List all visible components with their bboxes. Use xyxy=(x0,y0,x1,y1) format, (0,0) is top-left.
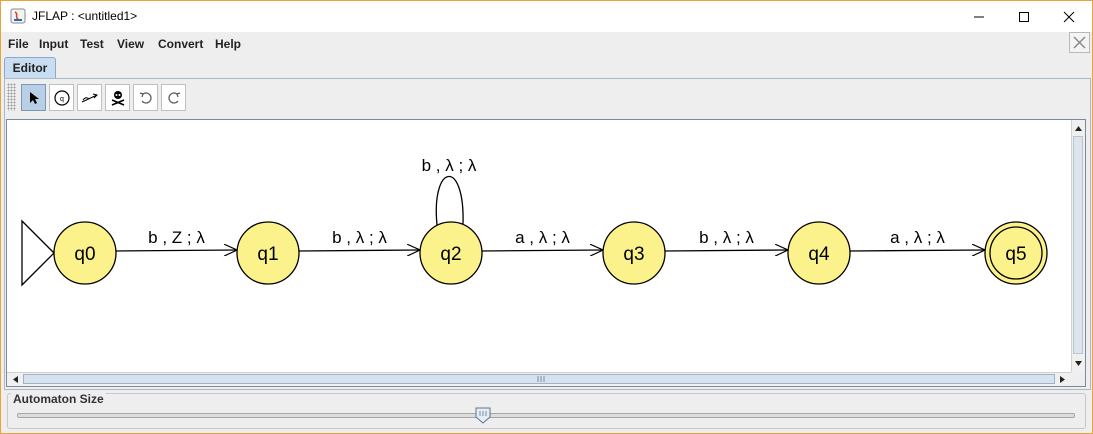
scroll-corner xyxy=(1071,372,1085,386)
svg-text:q: q xyxy=(60,96,64,103)
tab-editor[interactable]: Editor xyxy=(4,57,56,79)
scroll-down-arrow-icon[interactable] xyxy=(1072,357,1085,370)
tab-row: Editor xyxy=(1,55,1092,79)
vertical-scrollbar[interactable] xyxy=(1071,120,1085,372)
redo-button[interactable] xyxy=(161,84,186,111)
transition-label[interactable]: b , λ ; λ xyxy=(422,156,477,175)
skull-icon xyxy=(111,90,124,106)
state-label: q1 xyxy=(257,244,278,265)
menu-test[interactable]: Test xyxy=(80,37,104,51)
final-state-ring xyxy=(989,226,1043,280)
minimize-button[interactable] xyxy=(956,1,1002,32)
transition-label[interactable]: b , Z ; λ xyxy=(148,228,205,247)
maximize-button[interactable] xyxy=(1001,1,1047,32)
state-label: q0 xyxy=(74,244,95,265)
initial-state-marker xyxy=(21,219,55,287)
menu-input[interactable]: Input xyxy=(39,37,69,51)
transition-creator-icon xyxy=(81,93,98,102)
toolbar-grip[interactable] xyxy=(7,83,16,111)
automaton-diagram: b , Z ; λ b , λ ; λ b , λ ; λ a , λ ; λ b , … xyxy=(21,156,1048,287)
automaton-canvas[interactable]: b , Z ; λ b , λ ; λ b , λ ; λ a , λ ; λ b , … xyxy=(7,120,1071,372)
undo-icon xyxy=(139,91,152,104)
states-layer: q0 q1 q2 q3 q4 q5 xyxy=(21,219,1048,287)
state-q3[interactable]: q3 xyxy=(602,221,666,285)
transition-label[interactable]: a , λ ; λ xyxy=(515,228,570,247)
state-q5[interactable]: q5 xyxy=(984,221,1048,285)
scroll-grip-icon xyxy=(537,376,545,382)
menu-help[interactable]: Help xyxy=(215,37,242,51)
close-icon xyxy=(1073,36,1086,49)
deleter-tool-button[interactable] xyxy=(105,84,130,111)
horizontal-scrollbar[interactable] xyxy=(7,372,1071,386)
undo-button[interactable] xyxy=(133,84,158,111)
state-creator-icon: q xyxy=(53,89,70,106)
state-q2[interactable]: q2 xyxy=(419,221,483,285)
transition-self-loop-q2[interactable] xyxy=(436,175,464,225)
close-tab-button[interactable] xyxy=(1069,32,1090,53)
menu-convert[interactable]: Convert xyxy=(158,37,204,51)
state-label: q4 xyxy=(808,244,830,265)
automaton-size-slider-track[interactable] xyxy=(17,413,1075,418)
automaton-canvas-frame: b , Z ; λ b , λ ; λ b , λ ; λ a , λ ; λ b , … xyxy=(6,119,1086,387)
window-title: JFLAP : <untitled1> xyxy=(32,9,138,23)
transition-label[interactable]: a , λ ; λ xyxy=(890,228,945,247)
automaton-size-panel xyxy=(7,393,1086,429)
transition-arrow-q4-q5[interactable] xyxy=(849,250,985,251)
close-icon xyxy=(1063,11,1075,22)
title-bar[interactable]: JFLAP : <untitled1> xyxy=(1,1,1092,32)
state-label: q5 xyxy=(1005,244,1026,265)
redo-icon xyxy=(167,91,180,104)
scroll-up-arrow-icon[interactable] xyxy=(1072,122,1085,135)
state-q1[interactable]: q1 xyxy=(236,221,300,285)
transition-arrow-q2-q3[interactable] xyxy=(481,250,603,251)
jflap-app-icon xyxy=(10,8,26,24)
transition-creator-tool-button[interactable] xyxy=(77,84,102,111)
transition-label[interactable]: b , λ ; λ xyxy=(332,228,387,247)
transition-arrow-q1-q2[interactable] xyxy=(298,250,420,251)
transition-label[interactable]: b , λ ; λ xyxy=(699,228,754,247)
state-creator-tool-button[interactable]: q xyxy=(49,84,74,111)
horizontal-scroll-thumb[interactable] xyxy=(23,374,1055,384)
automaton-size-label: Automaton Size xyxy=(11,392,106,406)
menu-file[interactable]: File xyxy=(8,37,29,51)
close-window-button[interactable] xyxy=(1046,1,1092,32)
state-label: q2 xyxy=(440,244,461,265)
menu-view[interactable]: View xyxy=(117,37,145,51)
state-label: q3 xyxy=(623,244,644,265)
attribute-editor-tool-button[interactable] xyxy=(21,84,46,111)
transitions-layer: b , Z ; λ b , λ ; λ b , λ ; λ a , λ ; λ b , … xyxy=(115,156,985,251)
automaton-size-slider-thumb[interactable] xyxy=(475,407,491,424)
transition-arrow-q3-q4[interactable] xyxy=(664,250,788,251)
state-q0[interactable]: q0 xyxy=(21,219,117,287)
vertical-scroll-track[interactable] xyxy=(1073,136,1083,354)
state-q4[interactable]: q4 xyxy=(787,221,851,285)
minimize-icon xyxy=(974,16,984,17)
menu-bar: File Input Test View Convert Help xyxy=(1,32,1092,55)
arrow-pointer-icon xyxy=(29,91,39,104)
editor-toolbar: q xyxy=(5,79,1089,115)
maximize-icon xyxy=(1019,11,1029,22)
transition-arrow-q0-q1[interactable] xyxy=(115,250,237,251)
scroll-right-arrow-icon[interactable] xyxy=(1056,373,1069,386)
scroll-left-arrow-icon[interactable] xyxy=(9,373,22,386)
